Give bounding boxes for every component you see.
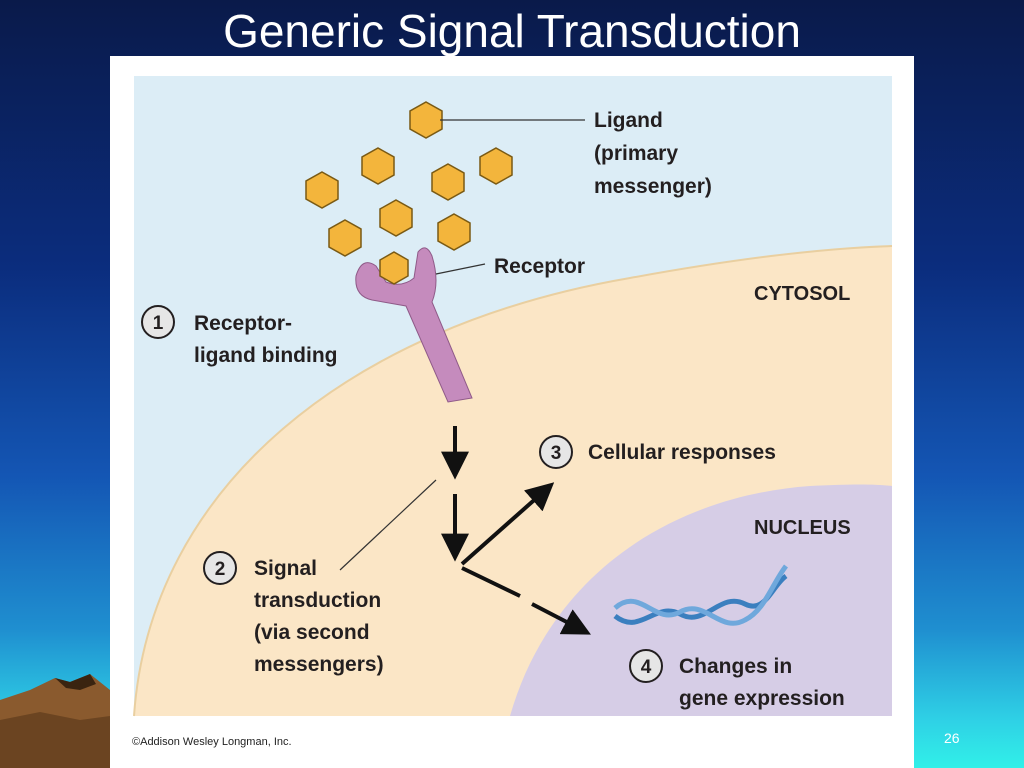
step-2-line-1: Signal	[254, 557, 317, 580]
ligand-molecule	[328, 219, 362, 257]
ligand-molecules	[305, 147, 513, 257]
step-1-line-2: ligand binding	[194, 344, 337, 367]
ligand-molecule	[361, 147, 395, 185]
step-3-number: 3	[551, 443, 562, 464]
step-3-line-1: Cellular responses	[588, 441, 776, 464]
copyright-notice: ©Addison Wesley Longman, Inc.	[132, 736, 292, 748]
receptor-protein	[355, 247, 473, 403]
step-4-number: 4	[641, 657, 652, 678]
step-1-badge	[141, 305, 175, 339]
ligand-molecule	[479, 147, 513, 185]
step-4-badge	[629, 649, 663, 683]
cellular-response-arrow	[460, 482, 555, 566]
slide-page-number: 26	[944, 730, 960, 746]
step-1-number: 1	[153, 313, 164, 334]
step-2-line-2: transduction	[254, 589, 381, 612]
ligand-molecule	[437, 213, 471, 251]
nucleus-label: NUCLEUS	[754, 517, 851, 539]
step-1-line-1: Receptor-	[194, 312, 292, 335]
slide-title: Generic Signal Transduction	[223, 5, 801, 57]
ligand-molecule-labeled	[409, 101, 443, 139]
cytosol-label: CYTOSOL	[754, 283, 850, 305]
gene-expression-arrow	[461, 566, 586, 632]
step-2-line-3: (via second	[254, 621, 370, 644]
dna-helix-icon	[613, 564, 788, 626]
ligand-molecule	[431, 163, 465, 201]
ligand-molecule	[305, 171, 339, 209]
ligand-label-line-3: messenger)	[594, 175, 712, 198]
step-2-badge	[203, 551, 237, 585]
ligand-bound	[379, 251, 409, 285]
step-4-line-2: gene expression	[679, 687, 845, 710]
ligand-molecule	[379, 199, 413, 237]
mountain-decoration	[0, 674, 110, 768]
step-3-badge	[539, 435, 573, 469]
step-2-line-4: messengers)	[254, 653, 384, 676]
step-4-line-1: Changes in	[679, 655, 792, 678]
ligand-label-line-1: Ligand	[594, 109, 663, 132]
signal-transduction-figure: Ligand (primary messenger) Receptor CYTO…	[110, 56, 914, 768]
receptor-label: Receptor	[494, 255, 585, 278]
step-2-number: 2	[215, 559, 226, 580]
ligand-label-line-2: (primary	[594, 142, 678, 165]
